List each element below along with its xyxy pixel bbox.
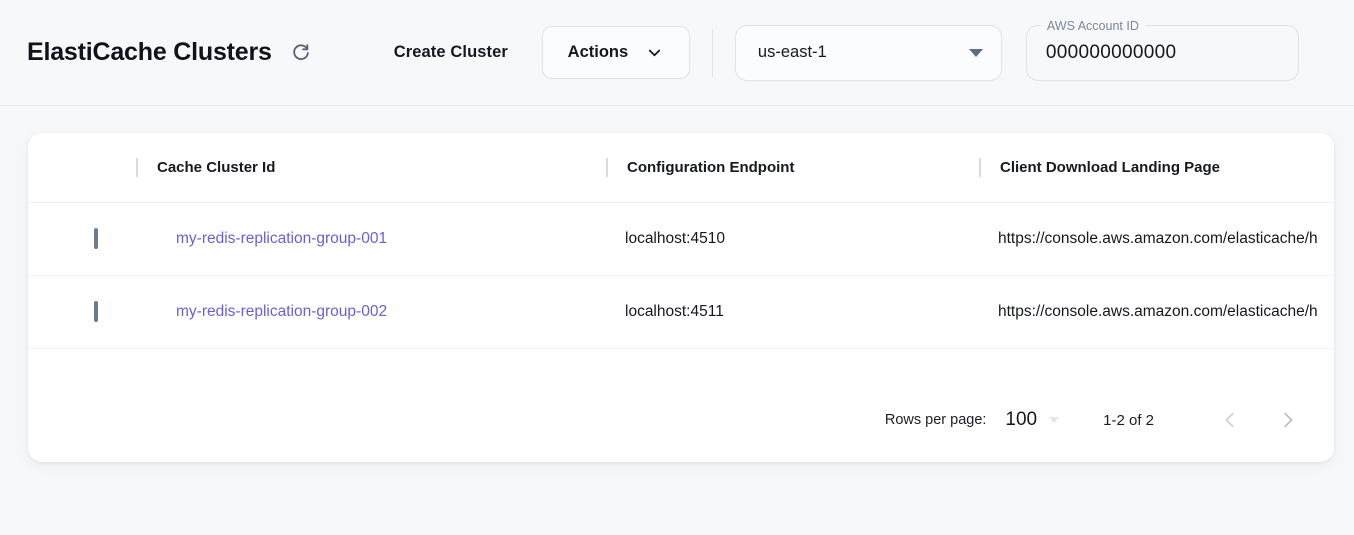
page-body: Cache Cluster Id Configuration Endpoint … bbox=[0, 106, 1354, 462]
create-cluster-button[interactable]: Create Cluster bbox=[393, 43, 508, 61]
select-all-header bbox=[28, 133, 136, 203]
column-header-label: Client Download Landing Page bbox=[1000, 158, 1221, 176]
column-header-client-download-landing-page[interactable]: Client Download Landing Page bbox=[979, 133, 1334, 203]
chevron-right-icon bbox=[1284, 412, 1293, 428]
previous-page-button[interactable] bbox=[1210, 400, 1250, 440]
header-divider bbox=[711, 28, 713, 77]
row-select-cell bbox=[28, 275, 136, 349]
cell-configuration-endpoint: localhost:4510 bbox=[606, 202, 979, 276]
region-select-value: us-east-1 bbox=[757, 43, 827, 61]
table-body: my-redis-replication-group-001 localhost… bbox=[28, 202, 1334, 349]
table-row[interactable]: my-redis-replication-group-001 localhost… bbox=[28, 202, 1334, 276]
cell-cache-cluster-id: my-redis-replication-group-002 bbox=[136, 275, 606, 349]
row-checkbox[interactable] bbox=[94, 227, 98, 249]
clusters-table: Cache Cluster Id Configuration Endpoint … bbox=[28, 133, 1334, 349]
rows-per-page-label: Rows per page: bbox=[884, 412, 987, 428]
table-header-row: Cache Cluster Id Configuration Endpoint … bbox=[28, 133, 1334, 203]
next-page-button[interactable] bbox=[1268, 400, 1308, 440]
paginator: Rows per page: 100 1-2 of 2 bbox=[28, 378, 1334, 462]
landing-page-value: https://console.aws.amazon.com/elasticac… bbox=[998, 229, 1318, 247]
cluster-link[interactable]: my-redis-replication-group-002 bbox=[176, 302, 388, 320]
endpoint-value: localhost:4511 bbox=[625, 302, 724, 320]
chevron-down-icon bbox=[649, 49, 661, 57]
region-select[interactable]: us-east-1 bbox=[734, 24, 1002, 81]
aws-account-id-value: 000000000000 bbox=[1045, 41, 1177, 63]
refresh-icon[interactable] bbox=[286, 38, 316, 68]
column-divider-icon bbox=[136, 157, 138, 177]
table-row[interactable]: my-redis-replication-group-002 localhost… bbox=[28, 275, 1334, 349]
clusters-card: Cache Cluster Id Configuration Endpoint … bbox=[28, 133, 1334, 462]
aws-account-id-field[interactable]: AWS Account ID 000000000000 bbox=[1025, 19, 1299, 81]
app-header: ElastiCache Clusters Create Cluster Acti… bbox=[0, 0, 1354, 106]
endpoint-value: localhost:4510 bbox=[625, 229, 725, 247]
cell-configuration-endpoint: localhost:4511 bbox=[606, 275, 979, 349]
column-header-label: Configuration Endpoint bbox=[627, 158, 795, 176]
triangle-down-icon bbox=[1049, 417, 1060, 423]
column-divider-icon bbox=[979, 157, 981, 177]
rows-per-page-value: 100 bbox=[1005, 409, 1038, 430]
page-title: ElastiCache Clusters bbox=[27, 38, 272, 66]
cell-cache-cluster-id: my-redis-replication-group-001 bbox=[136, 202, 606, 276]
chevron-left-icon bbox=[1225, 412, 1234, 428]
column-header-configuration-endpoint[interactable]: Configuration Endpoint bbox=[606, 133, 979, 203]
cell-client-download-landing-page: https://console.aws.amazon.com/elasticac… bbox=[979, 275, 1334, 349]
column-header-label: Cache Cluster Id bbox=[157, 158, 276, 176]
row-checkbox[interactable] bbox=[94, 300, 98, 322]
triangle-down-icon bbox=[968, 48, 983, 57]
row-select-cell bbox=[28, 202, 136, 276]
actions-button[interactable]: Actions bbox=[541, 26, 690, 79]
rows-per-page-select[interactable]: 100 bbox=[1005, 409, 1060, 431]
cluster-link[interactable]: my-redis-replication-group-001 bbox=[176, 229, 388, 247]
table-header: Cache Cluster Id Configuration Endpoint … bbox=[28, 133, 1334, 203]
actions-button-label: Actions bbox=[567, 43, 629, 61]
landing-page-value: https://console.aws.amazon.com/elasticac… bbox=[998, 302, 1318, 320]
cell-client-download-landing-page: https://console.aws.amazon.com/elasticac… bbox=[979, 202, 1334, 276]
column-divider-icon bbox=[606, 157, 608, 177]
pagination-range: 1-2 of 2 bbox=[1103, 411, 1154, 429]
column-header-cache-cluster-id[interactable]: Cache Cluster Id bbox=[136, 133, 606, 203]
